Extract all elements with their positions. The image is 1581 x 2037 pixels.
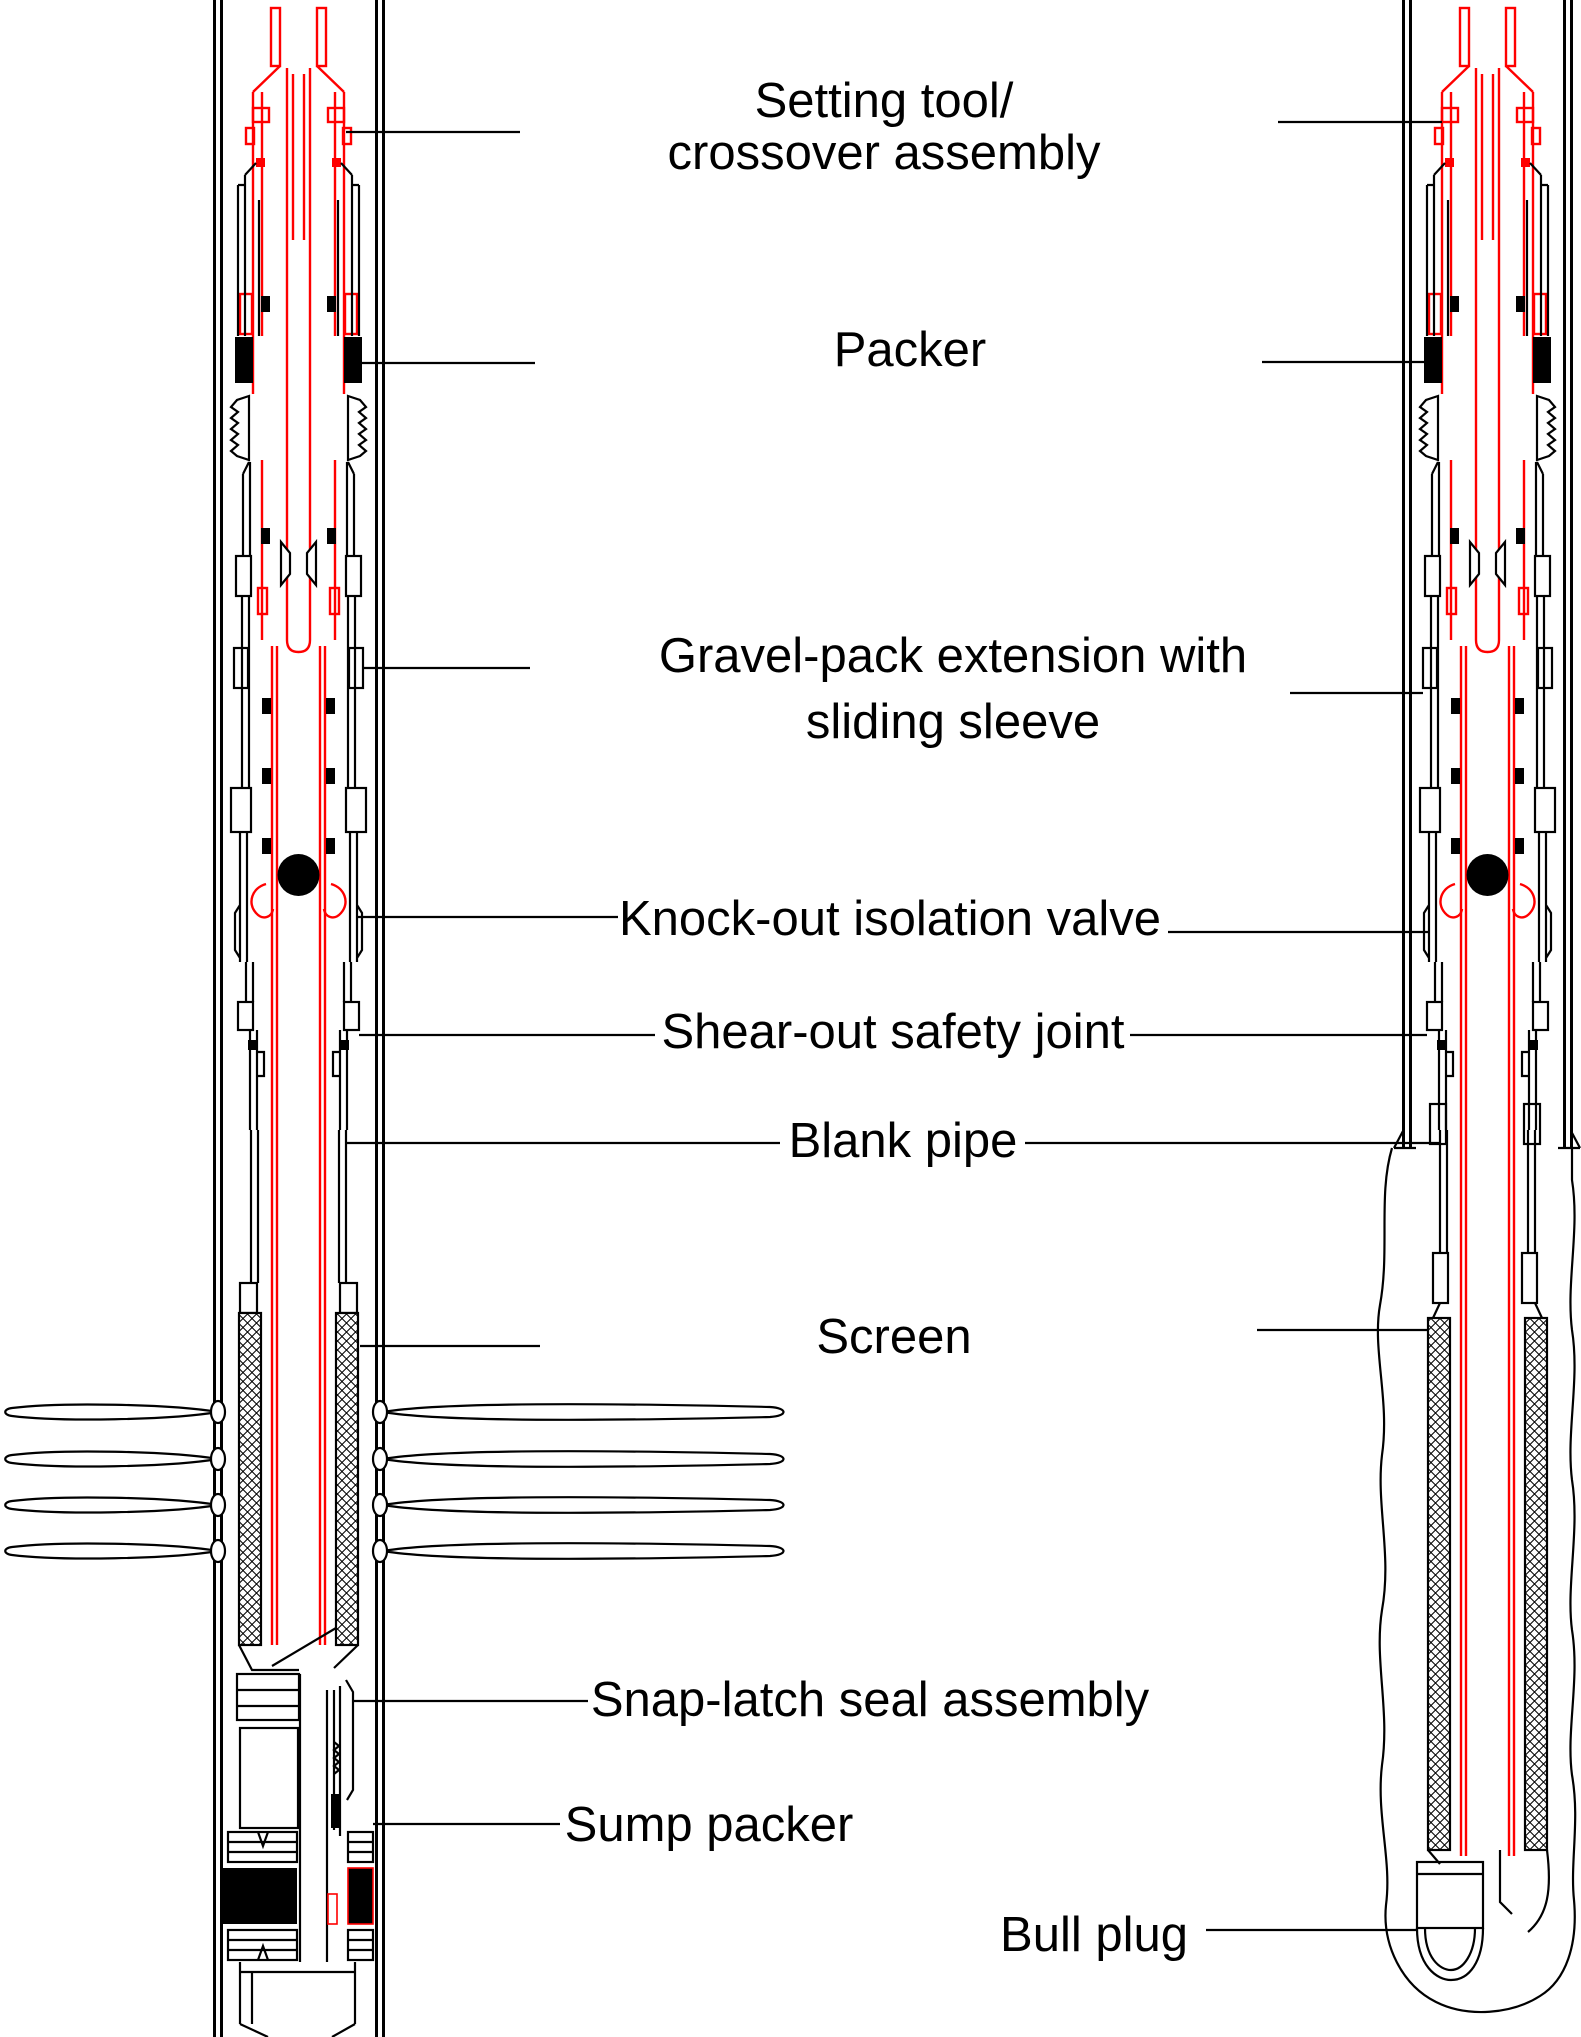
label-knock-out-valve: Knock-out isolation valve: [619, 892, 1161, 946]
right-well-screen: [1426, 1130, 1550, 1933]
label-sump-packer: Sump packer: [565, 1798, 854, 1852]
label-setting-tool-line1: Setting tool/: [755, 74, 1014, 128]
right-well-setting-tool-and-packer-assembly: [1420, 8, 1555, 1130]
label-setting-tool-line2: crossover assembly: [668, 126, 1101, 180]
right-well-bull-plug: [1415, 1860, 1485, 1982]
label-shear-out-joint: Shear-out safety joint: [661, 1005, 1124, 1059]
left-well-screen: [237, 1130, 360, 1672]
perforation-casing-bumps: [209, 1399, 389, 1564]
labels: Setting tool/ crossover assembly Packer …: [565, 74, 1247, 1962]
label-gravel-pack-line1: Gravel-pack extension with: [659, 629, 1247, 683]
left-well-setting-tool-and-packer-assembly: [231, 8, 366, 1130]
left-well-blank-pipe: [238, 1130, 359, 1315]
leader-lines: [346, 120, 1442, 1932]
label-packer: Packer: [834, 323, 987, 377]
left-well-snap-latch-seal-assembly: [235, 1672, 355, 1962]
left-well-sump-packer: [223, 1830, 375, 2037]
right-well-casing: [1393, 0, 1581, 1150]
right-well-open-hole-wall: [1376, 1147, 1577, 2014]
right-well-schematic: [1376, 0, 1581, 2014]
label-blank-pipe: Blank pipe: [789, 1114, 1018, 1168]
label-snap-latch: Snap-latch seal assembly: [591, 1673, 1150, 1727]
left-well-casing: [213, 0, 385, 2037]
label-gravel-pack-line2: sliding sleeve: [806, 695, 1100, 749]
label-screen: Screen: [816, 1310, 971, 1364]
right-well-blank-pipe: [1428, 1102, 1543, 1319]
left-well-perforations: [4, 1399, 785, 1564]
left-well-schematic: [4, 0, 785, 2037]
label-bull-plug: Bull plug: [1000, 1908, 1188, 1962]
